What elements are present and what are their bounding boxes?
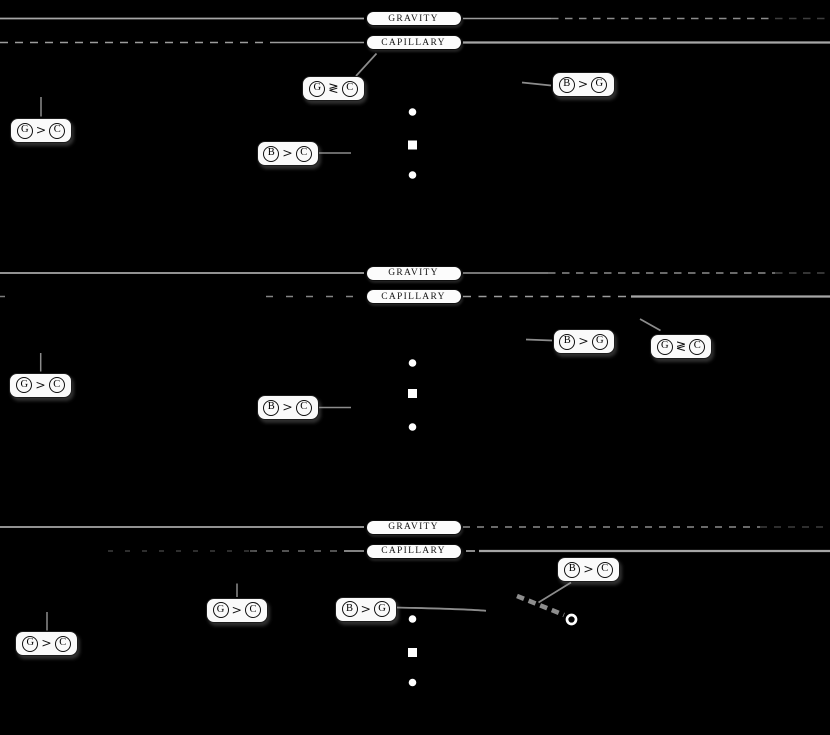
capillary-label-text: CAPILLARY [381, 546, 446, 556]
data-marker-circle [408, 359, 417, 367]
pointer-b-gt-c [538, 581, 572, 604]
circled-letter-C: C [295, 145, 312, 162]
data-marker-square [408, 648, 417, 657]
annotation-b-gt-g: B > G [334, 596, 397, 622]
comparison-operator: > [282, 399, 293, 415]
comparison-operator: > [282, 145, 293, 161]
data-marker-circle [408, 171, 417, 179]
comparison-operator: > [41, 635, 52, 651]
capillary-line-label: CAPILLARY [365, 543, 462, 559]
annotation-b-gt-c: B > C [256, 141, 319, 166]
comparison-operator: ≷ [675, 338, 687, 354]
circled-letter-C: C [295, 399, 312, 416]
gravity-label-text: GRAVITY [388, 268, 439, 278]
data-marker-circle [408, 108, 417, 116]
circled-letter-G: G [591, 76, 608, 93]
panel-top-lines [0, 17, 830, 179]
circled-letter-C: C [54, 635, 71, 652]
gravity-line-label: GRAVITY [365, 11, 462, 26]
comparison-operator: ≷ [328, 80, 339, 96]
pointer-crossover [639, 318, 661, 332]
circled-letter-G: G [656, 338, 673, 355]
circled-letter-G: G [309, 80, 326, 97]
gravity-label-text: GRAVITY [388, 522, 439, 532]
circled-letter-G: G [16, 122, 33, 139]
annotation-g-crossover-c: G ≷ C [302, 76, 365, 101]
pointer-b-gt-g [525, 338, 553, 342]
circled-letter-C: C [341, 80, 358, 97]
circled-letter-B: B [341, 601, 358, 617]
annotation-g-gt-c-left: G > C [15, 631, 78, 656]
comparison-operator: > [360, 600, 371, 616]
circled-letter-C: C [244, 602, 261, 618]
capillary-label-text: CAPILLARY [381, 291, 446, 302]
comparison-operator: > [231, 601, 242, 617]
annotation-b-gt-c: B > C [557, 557, 620, 582]
circled-letter-B: B [559, 333, 576, 350]
circled-letter-G: G [212, 602, 229, 618]
gravity-label-text: GRAVITY [388, 13, 439, 24]
annotation-g-gt-c-mid: G > C [205, 597, 268, 623]
annotation-b-gt-g: B > G [551, 72, 615, 97]
circled-letter-C: C [48, 377, 65, 393]
circled-letter-C: C [596, 561, 613, 578]
pointer-b-gt-g [521, 81, 552, 87]
comparison-operator: > [583, 561, 594, 577]
capillary-line-label: CAPILLARY [365, 35, 462, 50]
gravity-line-label: GRAVITY [365, 519, 462, 535]
circled-letter-B: B [263, 145, 280, 162]
circled-letter-G: G [16, 377, 33, 393]
annotation-g-gt-c: G > C [10, 118, 72, 143]
panel-middle-lines [0, 272, 830, 431]
circled-letter-C: C [689, 338, 706, 355]
data-marker-circle [408, 423, 417, 431]
circled-letter-G: G [591, 333, 608, 350]
comparison-operator: > [577, 76, 589, 92]
data-marker-circle [408, 678, 417, 687]
data-marker-square [408, 140, 417, 150]
trajectory-end-open-circle-marker [565, 613, 578, 626]
annotation-g-crossover-c: G ≷ C [650, 334, 712, 359]
annotation-g-gt-c: G > C [9, 372, 72, 398]
circled-letter-C: C [49, 122, 66, 139]
capillary-label-text: CAPILLARY [381, 37, 446, 48]
circled-letter-B: B [564, 561, 581, 578]
data-marker-circle [408, 615, 417, 623]
circled-letter-B: B [263, 399, 280, 416]
circled-letter-G: G [373, 601, 390, 617]
trajectory-thick-dashed-line [516, 593, 565, 618]
circled-letter-G: G [22, 635, 39, 652]
comparison-operator: > [35, 122, 47, 138]
comparison-operator: > [35, 376, 46, 392]
pointer-b-gt-g [396, 606, 487, 612]
pointer-crossover [355, 52, 378, 77]
comparison-operator: > [578, 333, 589, 349]
annotation-b-gt-g: B > G [552, 329, 615, 354]
capillary-line-label: CAPILLARY [365, 289, 462, 304]
gravity-line-label: GRAVITY [365, 265, 462, 281]
data-marker-square [408, 389, 417, 398]
annotation-b-gt-c: B > C [256, 395, 319, 420]
circled-letter-B: B [558, 76, 575, 93]
panel-bottom-lines [0, 526, 830, 687]
